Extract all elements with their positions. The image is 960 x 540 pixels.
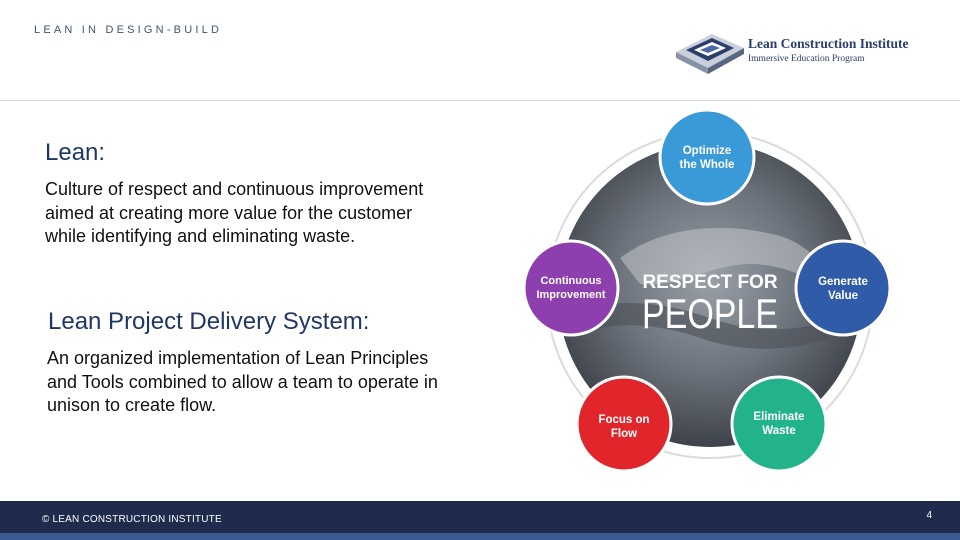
lpds-title: Lean Project Delivery System:	[48, 308, 370, 335]
lean-title: Lean:	[45, 139, 106, 166]
page-number: 4	[926, 510, 932, 521]
footer-accent-strip	[0, 533, 960, 540]
slide-header-label: LEAN IN DESIGN-BUILD	[34, 24, 223, 36]
lci-logo-icon	[676, 34, 744, 74]
principle-optimize-line2: the Whole	[680, 159, 735, 171]
principle-improvement-line1: Continuous	[540, 275, 601, 287]
principle-generate: Generate Value	[794, 239, 892, 337]
principle-generate-line2: Value	[828, 290, 858, 302]
center-line2: PEOPLE	[642, 290, 778, 337]
lean-definition: Culture of respect and continuous improv…	[45, 179, 424, 246]
respect-for-people-diagram: RESPECT FOR PEOPLE Optimize the Whole Ge…	[522, 108, 892, 473]
principle-optimize-circle	[658, 108, 756, 206]
principle-flow: Focus on Flow	[575, 375, 673, 473]
principle-improvement-circle	[522, 239, 620, 337]
principle-eliminate: Eliminate Waste	[730, 375, 828, 473]
principle-eliminate-circle	[730, 375, 828, 473]
principle-eliminate-line2: Waste	[762, 425, 795, 437]
logo-subtitle: Immersive Education Program	[748, 54, 865, 64]
principle-improvement-line2: Improvement	[536, 289, 605, 301]
principle-optimize: Optimize the Whole	[658, 108, 756, 206]
principle-eliminate-line1: Eliminate	[753, 411, 804, 423]
lpds-definition: An organized implementation of Lean Prin…	[47, 348, 438, 415]
principle-optimize-line1: Optimize	[683, 145, 732, 157]
center-line1: RESPECT FOR	[642, 272, 777, 293]
principle-generate-circle	[794, 239, 892, 337]
handshake-icon	[620, 227, 832, 285]
principle-generate-line1: Generate	[818, 276, 868, 288]
logo-title: Lean Construction Institute	[748, 36, 909, 51]
principle-flow-circle	[575, 375, 673, 473]
lci-logo: Lean Construction Institute Immersive Ed…	[672, 28, 932, 78]
handshake-arm-icon	[590, 303, 842, 349]
principle-flow-line1: Focus on	[598, 414, 649, 426]
footer-copyright: © LEAN CONSTRUCTION INSTITUTE	[42, 514, 222, 525]
principle-flow-line2: Flow	[611, 428, 637, 440]
handshake-photo	[558, 143, 862, 447]
principle-improvement: Continuous Improvement	[522, 239, 620, 337]
header-divider	[0, 100, 960, 101]
